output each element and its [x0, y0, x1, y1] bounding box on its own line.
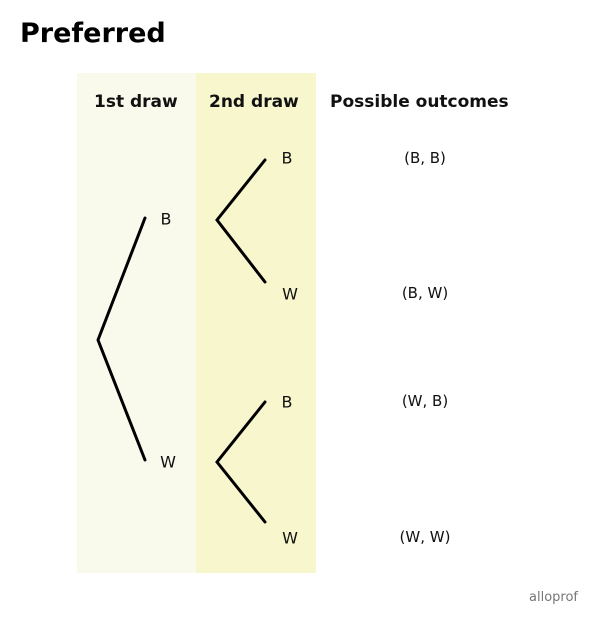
outcome: (W, B) [401, 392, 449, 410]
header-first-draw: 1st draw [94, 92, 178, 112]
outcome: (B, W) [401, 284, 449, 302]
node-first-b: B [160, 209, 172, 229]
outcome: (W, W) [399, 528, 451, 546]
node-second-w: W [282, 528, 298, 548]
branch-second-bottom [215, 400, 267, 524]
branch-first [96, 216, 147, 462]
header-outcomes: Possible outcomes [330, 92, 509, 112]
outcome: (B, B) [404, 149, 446, 167]
second-draw-column [196, 73, 316, 573]
page-title: Preferred [20, 18, 166, 49]
header-second-draw: 2nd draw [209, 92, 299, 112]
node-second-b: B [281, 392, 293, 412]
first-draw-column [77, 73, 197, 573]
alloprof-logo: alloprof [529, 590, 578, 605]
node-second-w: W [282, 284, 298, 304]
node-second-b: B [281, 148, 293, 168]
branch-second-top [215, 158, 267, 284]
node-first-w: W [160, 452, 176, 472]
